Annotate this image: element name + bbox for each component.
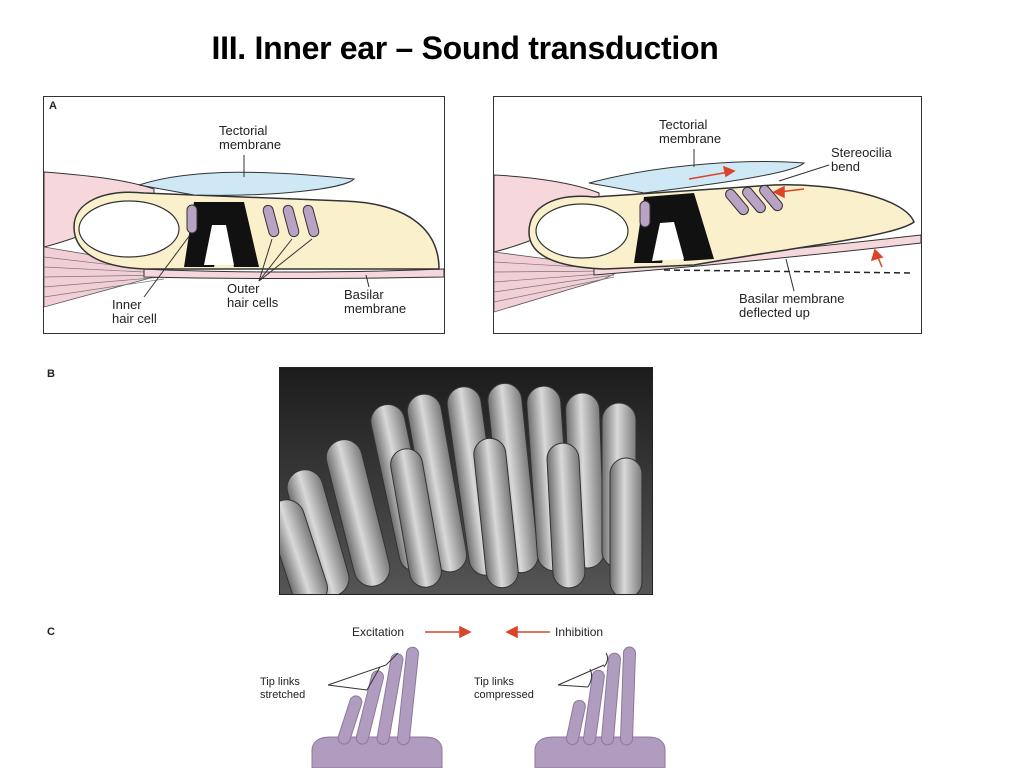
hair-cells	[186, 204, 320, 238]
tectorial-membrane	[138, 171, 356, 196]
section-label-c: C	[47, 626, 55, 638]
stereocilia-micrograph	[279, 367, 653, 595]
tectorial-label-1: Tectorial	[659, 117, 708, 132]
panel-a-right-diagram: Tectorial membrane Stereocilia bend Basi…	[493, 96, 922, 334]
tunnel-of-corti	[652, 222, 684, 261]
panel-a-left-diagram: A Tectorial membrane Outer	[43, 96, 445, 334]
inner-hair-leader	[143, 234, 191, 298]
stereocilia-label-2: bend	[831, 159, 860, 174]
red-arrows	[688, 165, 884, 268]
tip-links-compressed-label-2: compressed	[474, 689, 534, 701]
organ-of-corti-deflected-svg: Tectorial membrane Stereocilia bend Basi…	[494, 117, 921, 320]
section-label-b: B	[47, 368, 55, 380]
excitation-label: Excitation	[352, 625, 404, 639]
basilar-deflected-leader	[785, 258, 795, 292]
outer-hair-label-1: Outer	[227, 281, 260, 296]
tectorial-label-2: membrane	[219, 137, 281, 152]
stereocilia-rows	[280, 382, 643, 594]
inner-hair-label-2: hair cell	[112, 311, 157, 326]
tip-links-diagram: Excitation Inhibition Tip links stretche…	[260, 625, 666, 768]
tip-links-stretched-lines	[327, 652, 399, 691]
tip-links-compressed-label-1: Tip links	[474, 676, 514, 688]
basilar-deflected-label-1: Basilar membrane	[739, 291, 845, 306]
stereocilia-leader	[778, 164, 830, 182]
section-label-a: A	[49, 100, 57, 112]
tunnel-of-corti	[204, 225, 234, 265]
hair-bundle-compressed	[534, 646, 666, 768]
page-title: III. Inner ear – Sound transduction	[211, 30, 719, 66]
inhibition-arrow	[505, 625, 550, 639]
tip-links-compressed-lines	[557, 652, 609, 688]
stereocilia-micrograph-svg	[280, 368, 652, 594]
basilar-leader	[365, 274, 370, 288]
tip-links-stretched-label-2: stretched	[260, 689, 305, 701]
inner-sulcus	[535, 203, 629, 259]
stereocilia-label-1: Stereocilia	[831, 145, 892, 160]
tip-links-stretched-label-1: Tip links	[260, 676, 300, 688]
inhibition-label: Inhibition	[555, 625, 603, 639]
tectorial-label-2: membrane	[659, 131, 721, 146]
inner-hair-label-1: Inner	[112, 297, 142, 312]
organ-of-corti-rest-svg: A Tectorial membrane Outer	[44, 100, 444, 326]
excitation-arrow	[425, 625, 472, 639]
tectorial-label-1: Tectorial	[219, 123, 268, 138]
inner-sulcus	[78, 200, 180, 258]
organ-of-corti-body	[528, 184, 915, 270]
basilar-label-2: membrane	[344, 301, 406, 316]
outer-hair-label-2: hair cells	[227, 295, 279, 310]
basilar-label-1: Basilar	[344, 287, 384, 302]
hair-bundle-stretched	[311, 646, 443, 768]
outer-hair-leaders	[258, 238, 313, 282]
basilar-membrane	[143, 268, 444, 279]
hair-cells	[639, 184, 783, 228]
fiber-lines	[44, 256, 165, 298]
basilar-deflected-label-2: deflected up	[739, 305, 810, 320]
